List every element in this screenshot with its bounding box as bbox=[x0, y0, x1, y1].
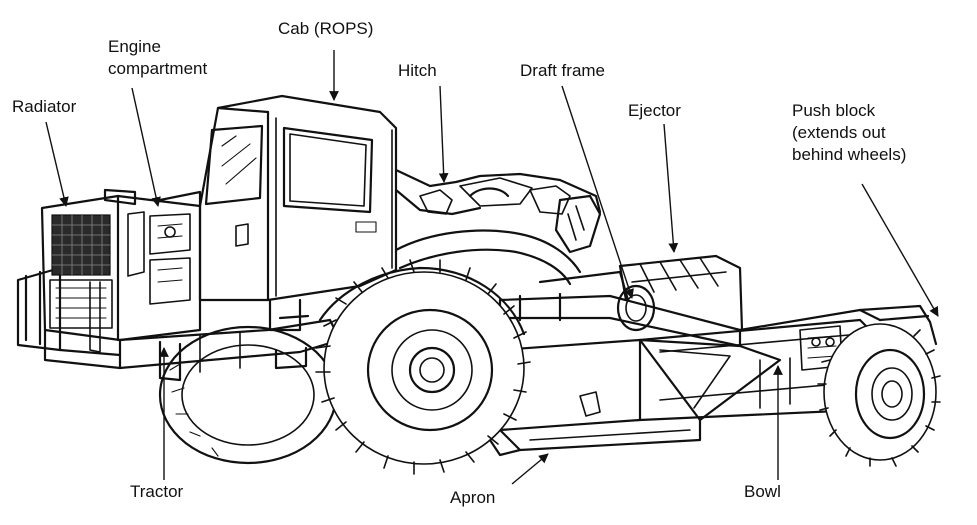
engine-leader bbox=[131, 87, 161, 207]
label-push-block: Push block (extends out behind wheels) bbox=[792, 101, 907, 164]
hitch-assembly bbox=[394, 168, 602, 286]
scraper-rear-wheel bbox=[817, 323, 941, 467]
label-tractor: Tractor bbox=[130, 482, 184, 501]
label-cab: Cab (ROPS) bbox=[278, 19, 374, 38]
cab-rops bbox=[198, 94, 398, 370]
push-block-leader bbox=[861, 183, 939, 317]
tractor-front-wheel bbox=[315, 259, 531, 475]
ejector-leader bbox=[663, 123, 679, 253]
leader-lines bbox=[45, 50, 939, 485]
scraper-bowl bbox=[488, 254, 938, 457]
label-bowl: Bowl bbox=[744, 482, 781, 501]
apron-leader bbox=[511, 453, 549, 485]
label-engine-compartment: Engine compartment bbox=[108, 37, 208, 78]
label-apron: Apron bbox=[450, 488, 496, 507]
draft-frame-leader bbox=[561, 85, 634, 299]
label-draft-frame: Draft frame bbox=[520, 61, 606, 80]
cab-side-window bbox=[282, 126, 374, 214]
radiator-leader bbox=[45, 121, 69, 207]
tractor-rear-wheel bbox=[158, 325, 338, 465]
label-hitch: Hitch bbox=[398, 61, 437, 80]
engine-compartment-body bbox=[16, 188, 202, 370]
label-ejector: Ejector bbox=[628, 101, 681, 120]
hitch-leader bbox=[438, 85, 449, 183]
cab-front-window bbox=[204, 124, 264, 206]
label-radiator: Radiator bbox=[12, 97, 77, 116]
